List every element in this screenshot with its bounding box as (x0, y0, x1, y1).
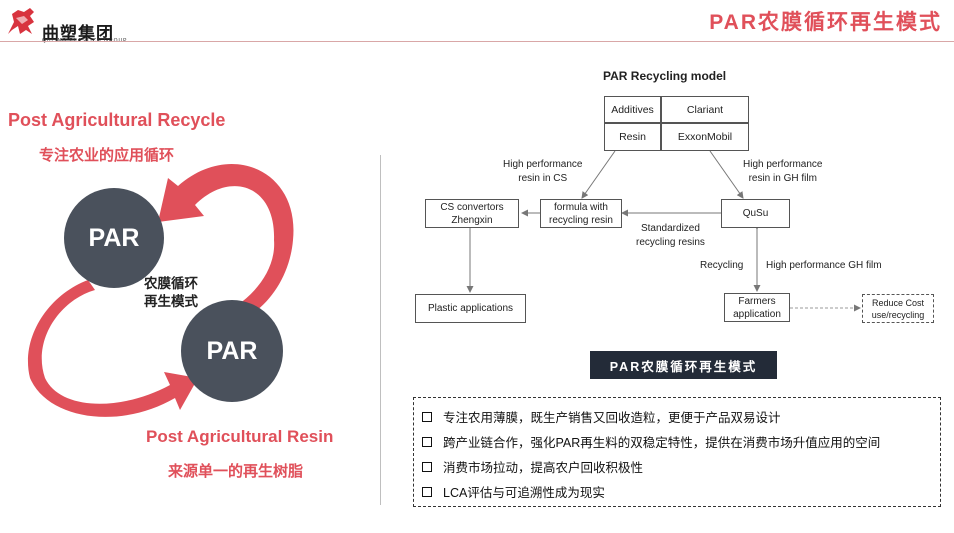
par-circle-top: PAR (64, 188, 164, 288)
logo-text: 曲塑集团 (42, 24, 114, 43)
par-circle-top-label: PAR (88, 223, 140, 252)
label-standardized-line2: recycling resins (636, 237, 705, 248)
vertical-divider (380, 155, 381, 505)
box-cs-line1: CS convertors (440, 201, 504, 213)
par-circle-bottom-label: PAR (206, 336, 258, 365)
label-standardized: Standardized recycling resins (636, 222, 705, 250)
table-cell-clariant: Clariant (661, 96, 749, 123)
label-hp-resin-cs-line2: resin in CS (518, 173, 568, 184)
table-cell-additives: Additives (604, 96, 661, 123)
center-label-line1: 农膜循环 (144, 276, 198, 291)
bottom-heading-cn: 来源单一的再生树脂 (168, 463, 304, 480)
top-heading-cn: 专注农业的应用循环 (39, 147, 175, 164)
bullet-list: 专注农用薄膜，既生产销售又回收造粒，更便于产品双易设计 跨产业链合作，强化PAR… (413, 397, 941, 507)
center-label-line2: 再生模式 (144, 294, 198, 309)
box-formula-line1: formula with (554, 201, 608, 213)
box-reduce-line1: Reduce Cost (871, 297, 925, 308)
box-farmers-line1: Farmers (738, 295, 776, 307)
box-cs-line2: Zhengxin (451, 214, 493, 226)
logo (4, 4, 42, 40)
cycle-arrows (27, 163, 294, 417)
checkbox-square-icon (422, 436, 432, 447)
checkbox-square-icon (422, 486, 432, 497)
header-divider (0, 41, 954, 42)
checkbox-square-icon (422, 411, 432, 422)
lower-cycle-arrow (27, 280, 199, 417)
label-hp-resin-cs-line1: High performance (503, 159, 583, 170)
list-item: 跨产业链合作，强化PAR再生料的双稳定特性，提供在消费市场升值应用的空间 (422, 429, 934, 454)
box-qusu: QuSu (721, 199, 790, 228)
label-hp-resin-gh-line2: resin in GH film (748, 173, 817, 184)
table-cell-resin: Resin (604, 123, 661, 151)
label-gh-film: High performance GH film (766, 260, 882, 271)
arrow-table-to-qusu (709, 150, 744, 199)
upper-cycle-arrow (158, 163, 294, 318)
model-banner: PAR农膜循环再生模式 (590, 351, 777, 379)
bullet-text: 跨产业链合作，强化PAR再生料的双稳定特性，提供在消费市场升值应用的空间 (443, 436, 881, 450)
list-item: 专注农用薄膜，既生产销售又回收造粒，更便于产品双易设计 (422, 404, 934, 429)
bullet-text: 消费市场拉动，提高农户回收积极性 (443, 461, 644, 475)
box-reduce-line2: use/recycling (871, 309, 925, 320)
label-hp-resin-gh-line1: High performance (743, 159, 823, 170)
label-hp-resin-cs: High performance resin in CS (503, 158, 582, 186)
label-standardized-line1: Standardized (640, 223, 700, 234)
bottom-heading-en: Post Agricultural Resin (146, 427, 334, 446)
checkbox-square-icon (422, 461, 432, 472)
diagram-title: PAR Recycling model (603, 69, 727, 83)
arrow-table-to-formula (581, 150, 616, 199)
center-label: 农膜循环 再生模式 (144, 275, 198, 311)
page-title: PAR农膜循环再生模式 (709, 11, 942, 34)
bullet-text: LCA评估与可追溯性成为现实 (443, 486, 605, 500)
label-hp-resin-gh: High performance resin in GH film (743, 158, 822, 186)
box-farmers-line2: application (733, 308, 781, 320)
top-heading-en: Post Agricultural Recycle (8, 110, 226, 130)
table-cell-exxonmobil: ExxonMobil (661, 123, 749, 151)
logo-horse-icon (8, 8, 34, 34)
box-plastic-applications: Plastic applications (415, 294, 526, 323)
bullet-text: 专注农用薄膜，既生产销售又回收造粒，更便于产品双易设计 (443, 411, 781, 425)
box-formula-line2: recycling resin (549, 214, 613, 226)
supplier-table: Additives Clariant Resin ExxonMobil (604, 96, 749, 151)
par-circle-bottom: PAR (181, 300, 283, 402)
label-recycling: Recycling (700, 260, 744, 271)
list-item: 消费市场拉动，提高农户回收积极性 (422, 454, 934, 479)
list-item: LCA评估与可追溯性成为现实 (422, 479, 934, 504)
